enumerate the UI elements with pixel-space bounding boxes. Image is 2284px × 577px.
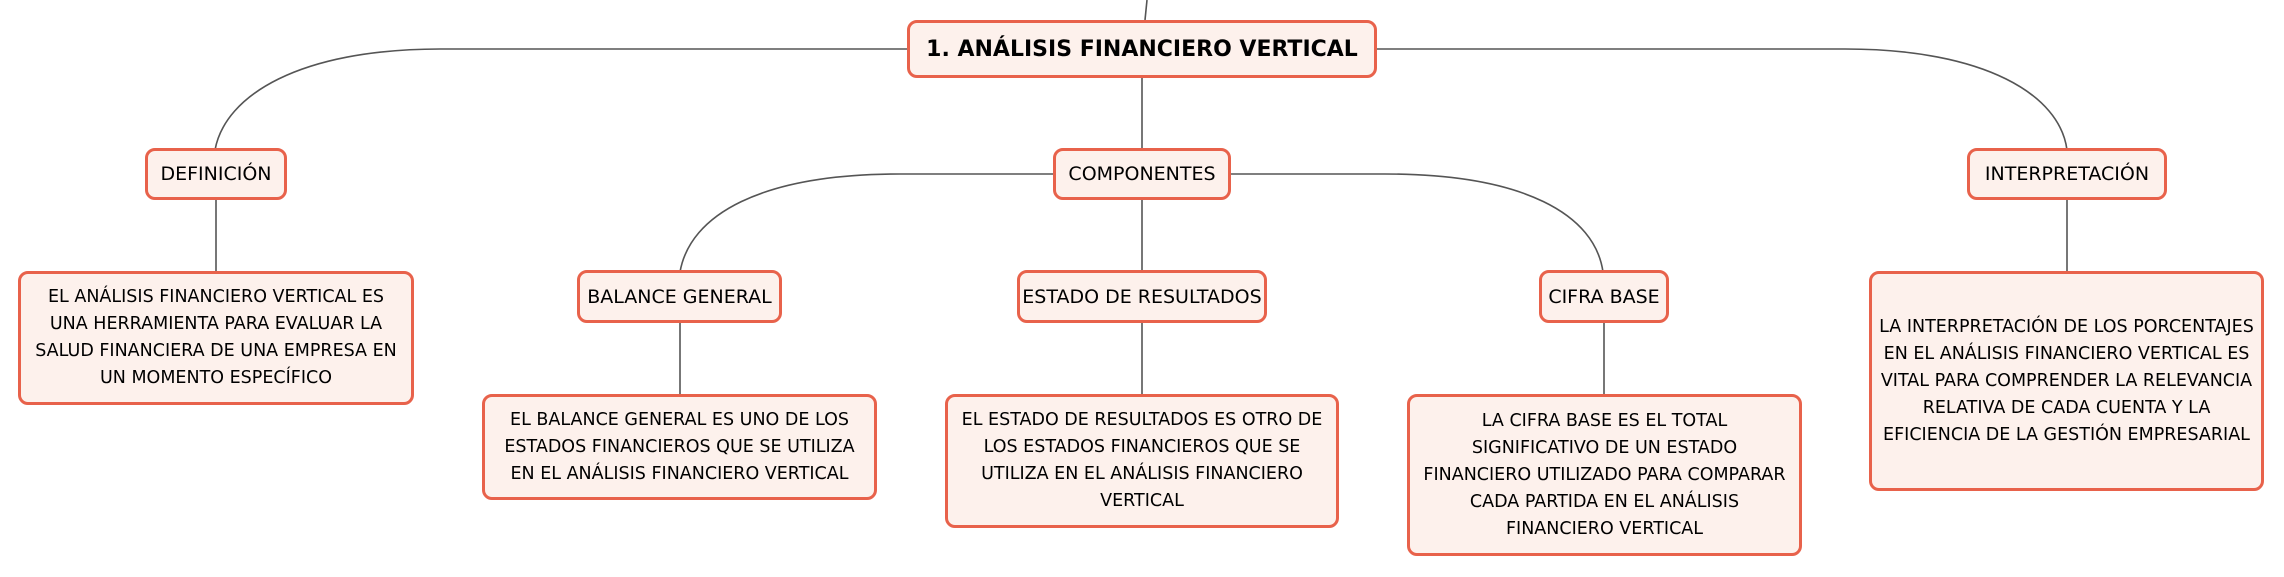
branch-estado-de-resultados-label: ESTADO DE RESULTADOS — [1022, 285, 1262, 308]
connector-componentes-to-cifra — [1229, 173, 1604, 273]
root-title: 1. ANÁLISIS FINANCIERO VERTICAL — [926, 36, 1358, 62]
branch-cifra-base-label: CIFRA BASE — [1548, 285, 1660, 308]
branch-balance-general[interactable]: BALANCE GENERAL — [577, 270, 782, 323]
branch-interpretacion[interactable]: INTERPRETACIÓN — [1967, 148, 2167, 200]
leaf-interpretacion-content: LA INTERPRETACIÓN DE LOS PORCENTAJES EN … — [1879, 316, 2254, 445]
connector-root-to-interpretacion — [1377, 48, 2068, 151]
leaf-cifra-base-text[interactable]: LA CIFRA BASE ES EL TOTAL SIGNIFICATIVO … — [1407, 394, 1802, 556]
leaf-interpretacion-text[interactable]: LA INTERPRETACIÓN DE LOS PORCENTAJES EN … — [1869, 271, 2264, 491]
leaf-estado-de-resultados-content: EL ESTADO DE RESULTADOS ES OTRO DE LOS E… — [961, 410, 1323, 511]
branch-definicion[interactable]: DEFINICIÓN — [145, 148, 287, 200]
leaf-cifra-base-content: LA CIFRA BASE ES EL TOTAL SIGNIFICATIVO … — [1423, 410, 1786, 539]
branch-cifra-base[interactable]: CIFRA BASE — [1539, 270, 1669, 323]
branch-definicion-label: DEFINICIÓN — [160, 163, 272, 185]
leaf-definicion-content: EL ANÁLISIS FINANCIERO VERTICAL ES UNA H… — [35, 287, 397, 388]
root-node[interactable]: 1. ANÁLISIS FINANCIERO VERTICAL — [907, 20, 1377, 78]
connector-componentes-to-balance — [679, 173, 1055, 273]
branch-componentes[interactable]: COMPONENTES — [1053, 148, 1231, 200]
connector-parent-to-root — [1144, 0, 1148, 21]
branch-balance-general-label: BALANCE GENERAL — [587, 285, 772, 308]
leaf-balance-general-text[interactable]: EL BALANCE GENERAL ES UNO DE LOS ESTADOS… — [482, 394, 877, 500]
branch-interpretacion-label: INTERPRETACIÓN — [1984, 163, 2150, 185]
leaf-estado-de-resultados-text[interactable]: EL ESTADO DE RESULTADOS ES OTRO DE LOS E… — [945, 394, 1339, 528]
connector-root-to-definicion — [214, 48, 907, 151]
leaf-balance-general-content: EL BALANCE GENERAL ES UNO DE LOS ESTADOS… — [504, 409, 855, 484]
branch-componentes-label: COMPONENTES — [1068, 163, 1216, 185]
leaf-definicion-text[interactable]: EL ANÁLISIS FINANCIERO VERTICAL ES UNA H… — [18, 271, 414, 405]
branch-estado-de-resultados[interactable]: ESTADO DE RESULTADOS — [1017, 270, 1267, 323]
